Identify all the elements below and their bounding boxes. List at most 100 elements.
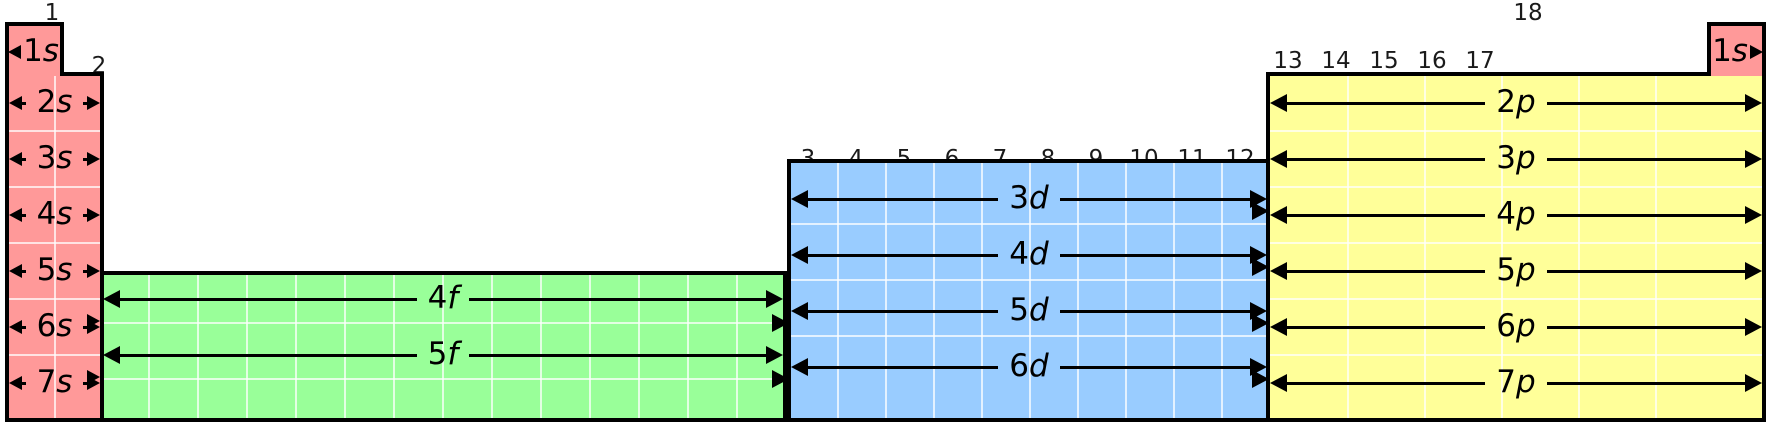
arrowhead-left-6s xyxy=(8,320,22,334)
arrow-shaft-left-6s xyxy=(21,325,26,329)
arrowhead-right-3s xyxy=(87,152,101,166)
orbital-label-3s: 3s xyxy=(36,139,73,176)
arrowhead-left-4d xyxy=(791,246,808,264)
arrowhead-right-6d-connector xyxy=(1252,370,1269,388)
arrow-shaft-right-6s xyxy=(83,325,88,329)
arrow-shaft-left-2s xyxy=(21,101,26,105)
group-label-14: 14 xyxy=(1321,48,1351,74)
d-block[interactable]: 3d 4d 5d 6d xyxy=(787,159,1271,422)
arrow-shaft-right-4s xyxy=(83,213,88,217)
arrow-shaft-left-5f xyxy=(120,353,417,357)
orbital-label-4f: 4f xyxy=(427,279,459,316)
hydrogen-cell[interactable]: 1s xyxy=(5,22,64,76)
group-label-13: 13 xyxy=(1273,48,1303,74)
arrowhead-left-7p xyxy=(1270,374,1287,392)
arrowhead-left-3p xyxy=(1270,150,1287,168)
arrowhead-right-3p xyxy=(1745,150,1763,168)
arrowhead-right-5f-connector xyxy=(772,314,789,332)
orbital-label-1s-helium: 1s xyxy=(1712,32,1748,69)
arrowhead-left-5f xyxy=(103,346,120,364)
orbital-label-5s: 5s xyxy=(36,251,73,288)
orbital-label-5p: 5p xyxy=(1496,251,1536,288)
p-block[interactable]: 2p 3p 4p 5p 6p xyxy=(1266,72,1766,422)
group-label-17: 17 xyxy=(1465,48,1495,74)
group-label-16: 16 xyxy=(1417,48,1447,74)
arrow-shaft-right-3s xyxy=(83,157,88,161)
arrowhead-left-4f xyxy=(103,290,120,308)
arrow-shaft-left-4p xyxy=(1287,213,1486,217)
arrowhead-right-5d-connector xyxy=(1252,314,1269,332)
arrowhead-right-5f xyxy=(766,346,783,364)
orbital-label-2s: 2s xyxy=(36,83,73,120)
orbital-label-4d: 4d xyxy=(1009,235,1049,272)
arrow-shaft-right-4d xyxy=(1059,253,1251,257)
helium-cell[interactable]: 1s xyxy=(1707,22,1766,76)
arrowhead-left-4p xyxy=(1270,206,1287,224)
arrowhead-left-7s xyxy=(8,376,22,390)
arrowhead-right-7s-connector xyxy=(87,370,100,384)
arrowhead-right-2s xyxy=(87,96,101,110)
orbital-label-5d: 5d xyxy=(1009,291,1049,328)
orbital-label-3d: 3d xyxy=(1009,179,1049,216)
arrowhead-right-2p xyxy=(1745,94,1763,112)
arrow-shaft-left-4d xyxy=(808,253,999,257)
arrowhead-right-7p xyxy=(1745,374,1763,392)
arrow-shaft-left-5d xyxy=(808,309,999,313)
arrowhead-right-6f-connector xyxy=(772,370,789,388)
orbital-label-5f: 5f xyxy=(427,335,459,372)
arrow-shaft-right-2p xyxy=(1546,101,1746,105)
arrowhead-left-5d xyxy=(791,302,808,320)
orbital-label-7s: 7s xyxy=(36,363,73,400)
group-label-18: 18 xyxy=(1513,0,1543,26)
arrowhead-left-1s-hydrogen xyxy=(8,45,22,59)
arrowhead-left-4s xyxy=(8,208,22,222)
arrow-shaft-right-5d xyxy=(1059,309,1251,313)
arrow-shaft-right-5f xyxy=(469,353,766,357)
arrow-shaft-left-6p xyxy=(1287,325,1486,329)
arrow-shaft-left-6d xyxy=(808,365,999,369)
arrowhead-right-6p xyxy=(1745,318,1763,336)
arrowhead-right-4s xyxy=(87,208,101,222)
arrow-shaft-right-3p xyxy=(1546,157,1746,161)
arrow-shaft-right-6d xyxy=(1059,365,1251,369)
arrow-shaft-left-3p xyxy=(1287,157,1486,161)
group-label-2: 2 xyxy=(91,53,107,79)
arrow-shaft-right-4f xyxy=(469,297,766,301)
arrowhead-right-6s-connector xyxy=(87,314,100,328)
arrow-shaft-right-7p xyxy=(1546,381,1746,385)
arrow-shaft-left-3s xyxy=(21,157,26,161)
arrowhead-left-2p xyxy=(1270,94,1287,112)
arrowhead-right-5p xyxy=(1745,262,1763,280)
arrow-shaft-right-5s xyxy=(83,269,88,273)
arrow-shaft-left-3d xyxy=(808,197,999,201)
arrow-shaft-right-4p xyxy=(1546,213,1746,217)
orbital-label-4p: 4p xyxy=(1496,195,1536,232)
arrowhead-left-5p xyxy=(1270,262,1287,280)
group-label-1: 1 xyxy=(44,0,60,26)
arrow-shaft-left-7p xyxy=(1287,381,1486,385)
f-block[interactable]: 4f 5f xyxy=(99,271,787,422)
orbital-label-6s: 6s xyxy=(36,307,73,344)
arrowhead-left-2s xyxy=(8,96,22,110)
arrowhead-left-3s xyxy=(8,152,22,166)
arrow-shaft-right-3d xyxy=(1059,197,1251,201)
arrowhead-left-3d xyxy=(791,190,808,208)
arrowhead-right-4d-connector xyxy=(1252,258,1269,276)
arrowhead-right-4p xyxy=(1745,206,1763,224)
orbital-label-6d: 6d xyxy=(1009,347,1049,384)
arrow-shaft-right-2s xyxy=(83,101,88,105)
arrow-shaft-right-7s xyxy=(83,381,88,385)
arrowhead-left-6p xyxy=(1270,318,1287,336)
arrowhead-left-6d xyxy=(791,358,808,376)
arrow-shaft-left-5s xyxy=(21,269,26,273)
arrow-shaft-right-6p xyxy=(1546,325,1746,329)
arrow-shaft-left-4f xyxy=(120,297,417,301)
orbital-label-6p: 6p xyxy=(1496,307,1536,344)
arrowhead-right-5s xyxy=(87,264,101,278)
arrowhead-right-1s-helium xyxy=(1749,45,1763,59)
arrow-shaft-left-2p xyxy=(1287,101,1486,105)
orbital-label-3p: 3p xyxy=(1496,139,1536,176)
arrow-shaft-left-5p xyxy=(1287,269,1486,273)
orbital-label-2p: 2p xyxy=(1496,83,1536,120)
